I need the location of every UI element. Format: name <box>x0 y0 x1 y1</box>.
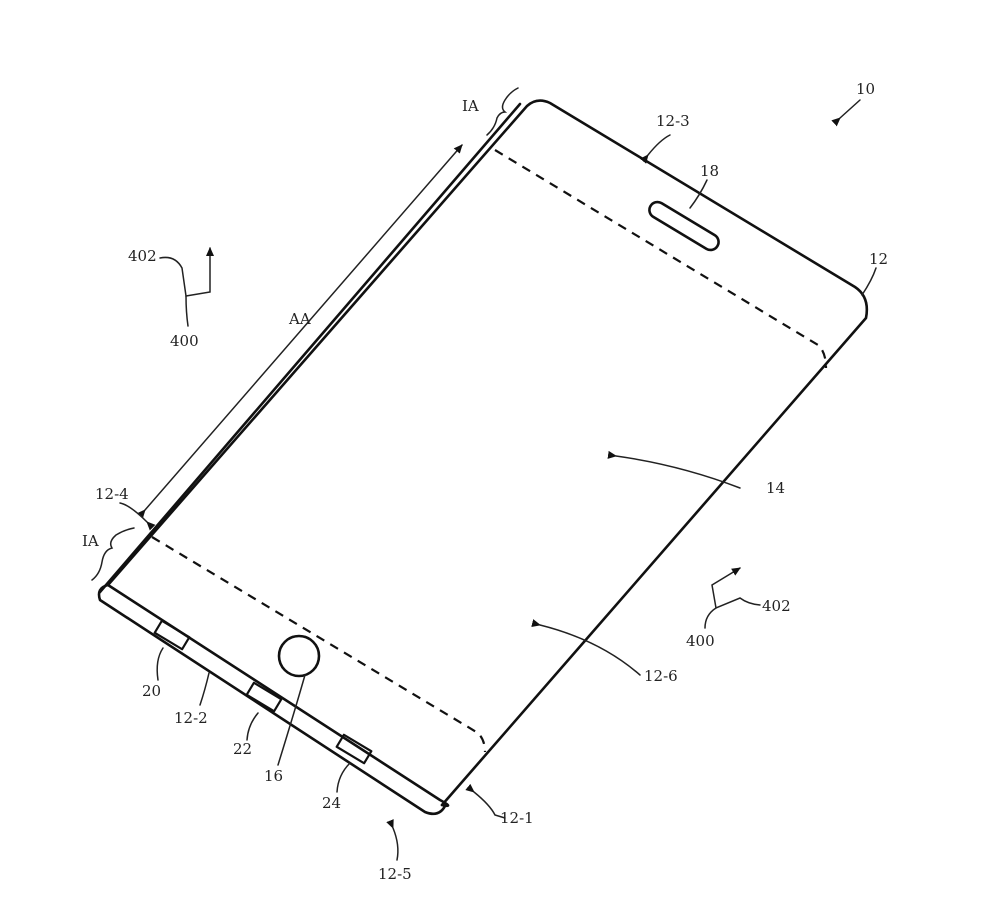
label-402-right: 402 <box>762 597 791 615</box>
axis-marker-left <box>159 247 214 327</box>
housing-outline <box>97 99 869 816</box>
label-12-1: 12-1 <box>500 809 534 827</box>
home-button <box>277 634 321 678</box>
label-22: 22 <box>233 740 252 758</box>
label-18: 18 <box>700 162 719 180</box>
label-12-3: 12-3 <box>656 112 690 130</box>
label-12: 12 <box>869 250 888 268</box>
label-24: 24 <box>322 794 341 812</box>
active-area-top-boundary <box>494 149 828 369</box>
port-20 <box>153 619 191 651</box>
inactive-area-brace-top <box>486 87 519 136</box>
label-aa: AA <box>288 310 311 328</box>
label-ia-top: IA <box>462 97 479 115</box>
active-area-bottom-boundary <box>151 536 487 753</box>
label-ia-bottom: IA <box>82 532 99 550</box>
active-area-dimension-arrow <box>136 144 463 519</box>
label-12-4: 12-4 <box>95 485 129 503</box>
label-402-left: 402 <box>128 247 157 265</box>
label-12-6: 12-6 <box>644 667 678 685</box>
label-14: 14 <box>766 479 785 497</box>
label-20: 20 <box>142 682 161 700</box>
label-12-5: 12-5 <box>378 865 412 883</box>
label-16: 16 <box>264 767 283 785</box>
leader-lines <box>119 99 877 861</box>
port-24 <box>335 733 373 765</box>
label-400-right: 400 <box>686 632 715 650</box>
inactive-area-brace-bottom <box>91 527 135 581</box>
label-12-2: 12-2 <box>174 709 208 727</box>
reference-labels: 10 12 12-1 12-2 12-3 12-4 12-5 12-6 14 1… <box>82 80 888 883</box>
label-400-left: 400 <box>170 332 199 350</box>
port-22 <box>245 681 283 713</box>
label-10: 10 <box>856 80 875 98</box>
speaker-slot <box>648 200 720 252</box>
axis-marker-right <box>704 567 761 629</box>
